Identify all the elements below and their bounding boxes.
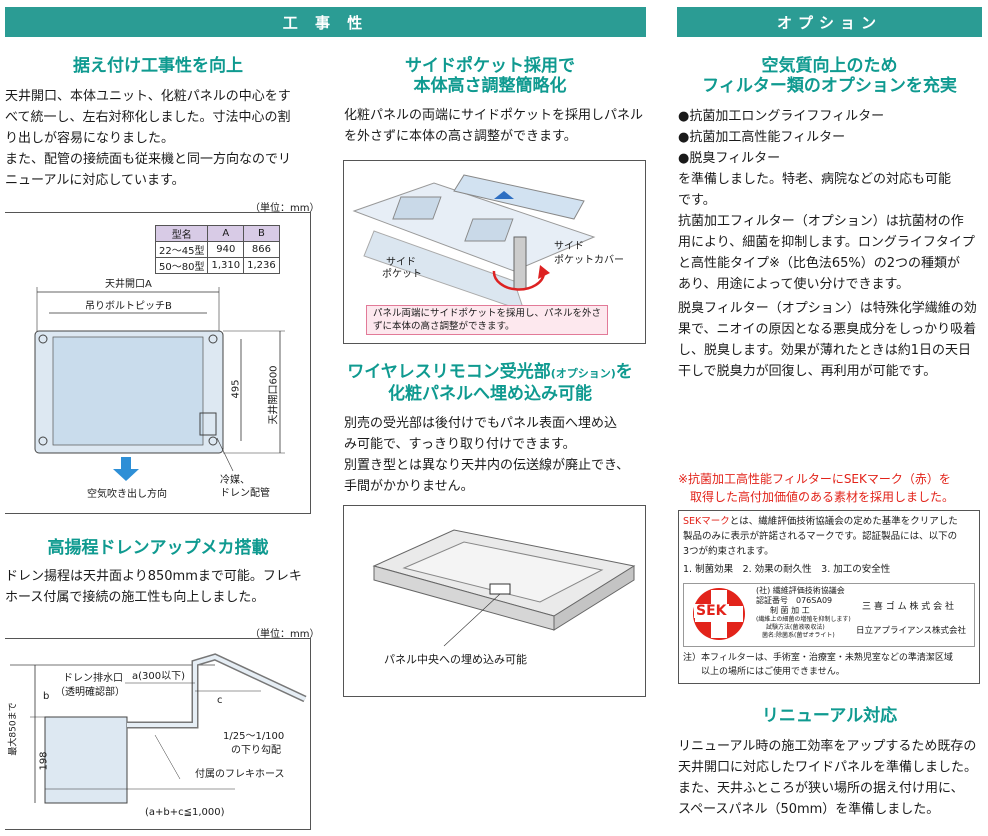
unit-outline-drawing: [34, 287, 285, 481]
label-panel-center: パネル中央への埋め込み可能: [384, 653, 527, 666]
sec-deodor-body: 脱臭フィルター（オプション）は特殊化学繊維の効 果で、ニオイの原因となる悪臭成分…: [678, 301, 977, 379]
sec-side-pocket-body: 化粧パネルの両端にサイドポケットを採用しパネル を外さずに本体の高さ調整ができま…: [344, 108, 644, 144]
label-a-max: a(300以下): [132, 671, 186, 682]
sek-info-box: SEKマークとは、繊維評価技術協議会の定めた基準をクリアした 製品のみに表示が許…: [678, 510, 980, 684]
sek-red-note: ※抗菌加工高性能フィルターにSEKマーク（赤）を 取得した高付加価値のある素材を…: [678, 472, 955, 504]
label-pocket-cover-2: ポケットカバー: [554, 255, 624, 266]
sec-wireless-title: ワイヤレスリモコン受光部(オプション)を 化粧パネルへ埋め込み可能: [347, 362, 633, 404]
label-slope-2: の下り勾配: [231, 745, 281, 756]
sec-renewal-title: リニューアル対応: [761, 706, 898, 726]
label-side-pocket: サイド: [386, 257, 416, 268]
label-drain-port: ドレン排水口: [63, 673, 123, 684]
sec-install-title: 据え付け工事性を向上: [73, 56, 243, 76]
label-198: 198: [38, 751, 50, 771]
label-drain-port-2: （透明確認部）: [55, 687, 125, 698]
label-pipe: 冷媒、: [220, 475, 250, 486]
label-formula: (a+b+c≦1,000): [145, 807, 225, 818]
label-c: c: [217, 695, 223, 706]
label-495: 495: [230, 379, 242, 399]
sek-logo-text: SEK: [694, 603, 729, 619]
unit-label-1: （単位：mm）: [250, 203, 320, 214]
sec-install-body: 天井開口、本体ユニット、化粧パネルの中心をす べて統一し、左右対称化しました。寸…: [5, 89, 292, 188]
label-flex-hose: 付属のフレキホース: [195, 769, 285, 780]
sek-maker: 三 喜 ゴ ム 株 式 会 社: [862, 602, 955, 612]
label-opening-a: 天井開口A: [105, 279, 152, 290]
sec-drain-title: 高揚程ドレンアップメカ搭載: [47, 538, 269, 558]
panel-figure: パネル中央への埋め込み可能: [343, 505, 646, 697]
label-slope: 1/25〜1/100: [223, 731, 285, 742]
label-b: b: [43, 691, 50, 702]
side-pocket-note: パネル両端にサイドポケットを採用し、パネルを外さ ずに本体の高さ調整ができます。: [366, 305, 609, 335]
drain-drawing: [10, 653, 307, 804]
label-pocket-cover: サイド: [554, 241, 584, 252]
sek-label: SEK (社) 繊維評価技術協議会 認証番号 076SA09 制 菌 加 工 (…: [683, 583, 975, 647]
sec-wireless-body: 別売の受光部は後付けでもパネル表面へ埋め込 み可能で、すっきり取り付けできます。…: [344, 416, 630, 494]
label-bolt-pitch: 吊りボルトピッチB: [85, 301, 172, 312]
drain-figure: ドレン排水口 （透明確認部） a(300以下) b c 最大850まで 198 …: [5, 638, 311, 830]
label-pipe-2: ドレン配管: [220, 488, 270, 499]
label-air-direction: 空気吹き出し方向: [87, 489, 167, 500]
sec-drain-body: ドレン揚程は天井面より850mmまで可能。フレキ ホース付属で接続の施工性も向上…: [5, 569, 302, 605]
label-opening-600: 天井開口600: [268, 365, 280, 425]
side-pocket-drawing: [352, 174, 596, 312]
sec-renewal-body: リニューアル時の施工効率をアップするため既存の 天井開口に対応したワイドパネルを…: [678, 739, 978, 817]
sec-side-pocket-title: サイドポケット採用で 本体高さ調整簡略化: [405, 56, 575, 96]
side-pocket-figure: サイド ポケット サイド ポケットカバー パネル両端にサイドポケットを採用し、パ…: [343, 160, 646, 344]
panel-drawing: [372, 529, 636, 647]
label-side-pocket-2: ポケット: [382, 269, 422, 280]
sek-cert-text: (社) 繊維評価技術協議会 認証番号 076SA09 制 菌 加 工 (繊維上の…: [756, 586, 851, 639]
unit-label-2: （単位：mm）: [250, 629, 320, 640]
label-max-850: 最大850まで: [8, 702, 19, 756]
header-options: オプション: [677, 7, 982, 37]
sec-filter-body: ●抗菌加工ロングライフフィルター ●抗菌加工高性能フィルター ●脱臭フィルター …: [678, 109, 975, 292]
header-construction: 工 事 性: [5, 7, 646, 37]
sec-filter-title: 空気質向上のため フィルター類のオプションを充実: [702, 56, 957, 96]
sek-maker-2: 日立アプライアンス株式会社: [856, 626, 966, 636]
